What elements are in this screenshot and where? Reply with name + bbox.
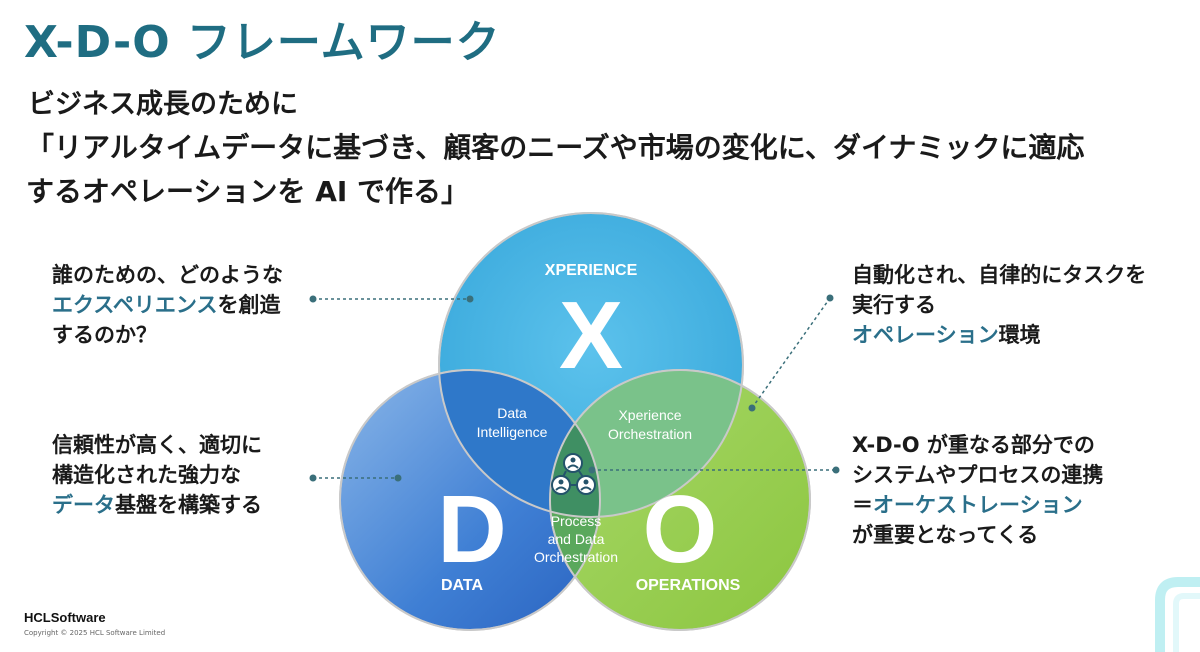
note-experience: 誰のための、どのような エクスペリエンスを創造 するのか？ (52, 263, 283, 347)
process-orchestration-line-1: Process (551, 513, 602, 529)
subtitle: ビジネス成長のために (28, 89, 298, 120)
data-intelligence-line-2: Intelligence (477, 424, 548, 440)
o-letter: O (643, 476, 718, 583)
copyright: Copyright © 2025 HCL Software Limited (24, 629, 166, 637)
data-intelligence-line-1: Data (497, 405, 527, 421)
x-letter: X (559, 282, 623, 389)
note-operations: 自動化され、自律的にタスクを 実行する オペレーション環境 (852, 263, 1147, 347)
headline-line-2: するオペレーションを AI で作る」 (26, 175, 470, 208)
people-network-icon (551, 453, 596, 495)
connector-operations (751, 297, 831, 409)
headline: 「リアルタイムデータに基づき、顧客のニーズや市場の変化に、ダイナミックに適応 す… (26, 126, 1186, 214)
note-data: 信頼性が高く、適切に 構造化された強力な データ基盤を構築する (52, 433, 262, 517)
data-label: DATA (441, 577, 484, 594)
note-orchestration: X-D-O が重なる部分での システムやプロセスの連携 ＝オーケストレーション … (852, 433, 1104, 547)
operations-label: OPERATIONS (636, 577, 741, 594)
xperience-orchestration-line-2: Orchestration (608, 426, 692, 442)
process-orchestration-line-3: Orchestration (534, 549, 618, 565)
headline-line-1: 「リアルタイムデータに基づき、顧客のニーズや市場の変化に、ダイナミックに適応 (26, 131, 1085, 164)
xperience-orchestration-line-1: Xperience (618, 407, 681, 423)
xperience-label: XPERIENCE (545, 262, 638, 279)
page-title: X-D-O フレームワーク (24, 17, 501, 68)
process-orchestration-line-2: and Data (548, 531, 605, 547)
brand-logo: HCLSoftware (24, 610, 106, 625)
d-letter: D (437, 476, 506, 583)
corner-accent (1155, 577, 1200, 652)
